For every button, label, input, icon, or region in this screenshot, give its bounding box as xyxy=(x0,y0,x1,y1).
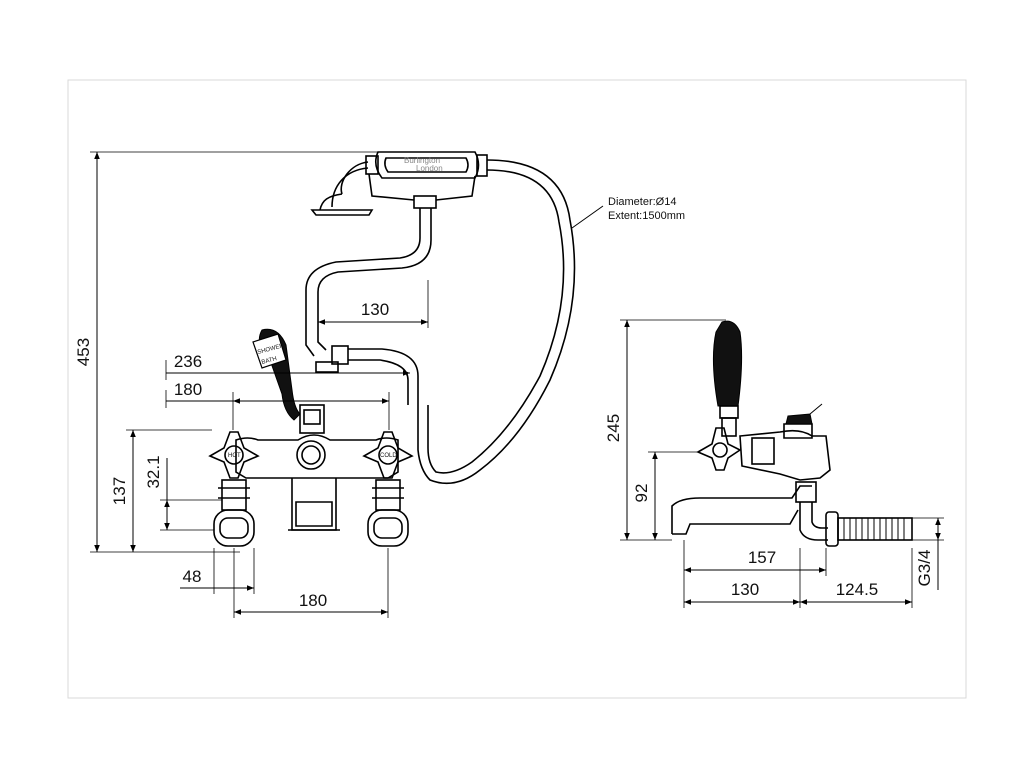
riser-pipe xyxy=(305,208,432,405)
hot-label: HOT xyxy=(228,453,241,459)
handset-sub-text: London xyxy=(416,164,443,173)
dim-total-height: 453 xyxy=(74,338,93,366)
cold-label: COLD xyxy=(380,453,397,459)
dim-width-valves: 180 xyxy=(174,380,202,399)
dim-leg-width: 48 xyxy=(183,567,202,586)
side-leg xyxy=(795,481,839,547)
shower-handset: Burlington London xyxy=(310,151,488,216)
side-view: 245 92 157 130 124.5 G3/4 xyxy=(604,319,944,608)
lever-bath-text: BATH xyxy=(261,356,278,366)
threaded-connector xyxy=(837,517,913,541)
front-spout xyxy=(288,478,340,531)
front-view: Burlington London xyxy=(74,151,685,618)
dim-centres: 180 xyxy=(299,591,327,610)
hot-valve: HOT xyxy=(208,431,260,547)
hose-extent-note: Extent:1500mm xyxy=(608,210,685,222)
handset-brand-text: Burlington xyxy=(404,156,440,165)
side-valve-handle xyxy=(696,427,742,471)
flexible-hose xyxy=(417,159,576,485)
side-body xyxy=(739,403,831,481)
mixer-body xyxy=(235,404,399,479)
dim-cradle-offset: 130 xyxy=(361,300,389,319)
side-spout xyxy=(671,485,812,535)
hose-diameter-note: Diameter:Ø14 xyxy=(608,196,676,208)
dim-length-157: 157 xyxy=(748,548,776,567)
dim-height-92: 92 xyxy=(632,484,651,503)
dim-height-32: 32.1 xyxy=(144,455,163,488)
dim-width-overall: 236 xyxy=(174,352,202,371)
cold-valve: COLD xyxy=(362,431,414,547)
side-lever xyxy=(712,320,743,437)
dim-height-137: 137 xyxy=(110,477,129,505)
drawing-frame xyxy=(67,79,967,699)
diverter-lever: SHOWER BATH xyxy=(252,328,301,421)
dim-thread: G3/4 xyxy=(915,550,934,587)
dim-length-124: 124.5 xyxy=(836,580,879,599)
dim-height-245: 245 xyxy=(604,414,623,442)
dim-length-130: 130 xyxy=(731,580,759,599)
